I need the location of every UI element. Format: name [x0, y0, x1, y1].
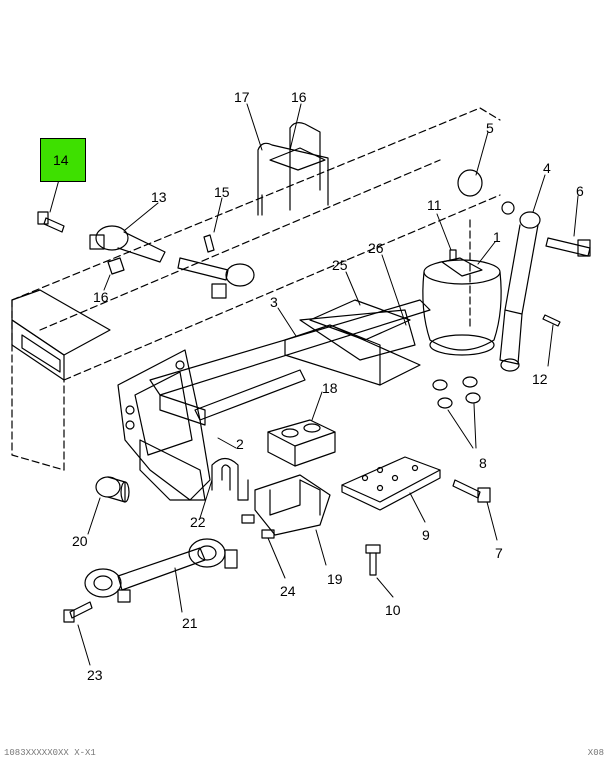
torque-rod-21 [84, 538, 238, 603]
footer-left: 1083XXXXX0XX X-X1 [4, 748, 96, 758]
callout-21: 21 [182, 615, 198, 631]
callout-24: 24 [280, 583, 296, 599]
bolt-7 [452, 479, 491, 503]
callout-13: 13 [151, 189, 167, 205]
bushing-20 [95, 476, 130, 503]
spacer-18 [267, 419, 336, 467]
clip-22 [211, 457, 249, 501]
bolt-15 [177, 234, 255, 299]
frame-rail [11, 107, 501, 471]
callout-16-top: 16 [291, 89, 307, 105]
callout-7: 7 [495, 545, 503, 561]
nuts-8 [432, 376, 481, 409]
callout-20: 20 [72, 533, 88, 549]
callout-1: 1 [493, 229, 501, 245]
part-14-highlight[interactable]: 14 [40, 138, 86, 182]
callout-10: 10 [385, 602, 401, 618]
leader-lines [49, 103, 579, 666]
bolt-23 [63, 601, 93, 623]
callout-12: 12 [532, 371, 548, 387]
footer: 1083XXXXX0XX X-X1 X08 [0, 748, 610, 761]
callout-11: 11 [427, 197, 442, 213]
bolt-14 [37, 211, 65, 233]
plate-25 [309, 299, 411, 341]
callout-17: 17 [234, 89, 250, 105]
saddle-19 [241, 474, 331, 539]
block-16 [107, 257, 125, 275]
callout-8: 8 [479, 455, 487, 471]
callout-4: 4 [543, 160, 551, 176]
footer-right: X08 [587, 748, 604, 758]
callout-22: 22 [190, 514, 206, 530]
bolt-6 [545, 237, 591, 257]
bolt-10 [365, 544, 381, 576]
torque-rod-13 [89, 225, 166, 263]
callout-25: 25 [332, 257, 348, 273]
hanger-bracket [117, 349, 211, 501]
callout-14: 14 [53, 152, 69, 168]
callout-26: 26 [368, 240, 384, 256]
callout-9: 9 [422, 527, 430, 543]
callout-18: 18 [322, 380, 338, 396]
bolt-12 [542, 314, 561, 327]
callout-23: 23 [87, 667, 103, 683]
air-spring-1 [422, 257, 502, 356]
callout-15: 15 [214, 184, 230, 200]
bushing-5 [457, 169, 515, 215]
callout-2: 2 [236, 436, 244, 452]
callout-6: 6 [576, 183, 584, 199]
bolt-11 [449, 249, 457, 261]
crossmember [149, 299, 431, 426]
callout-3: 3 [270, 294, 278, 310]
callout-16-left: 16 [93, 289, 109, 305]
callout-5: 5 [486, 120, 494, 136]
frame-end [11, 289, 111, 381]
plate-9 [341, 456, 441, 511]
callout-19: 19 [327, 571, 343, 587]
u-bolt-17 [257, 122, 329, 216]
shock-absorber-4 [499, 211, 541, 372]
